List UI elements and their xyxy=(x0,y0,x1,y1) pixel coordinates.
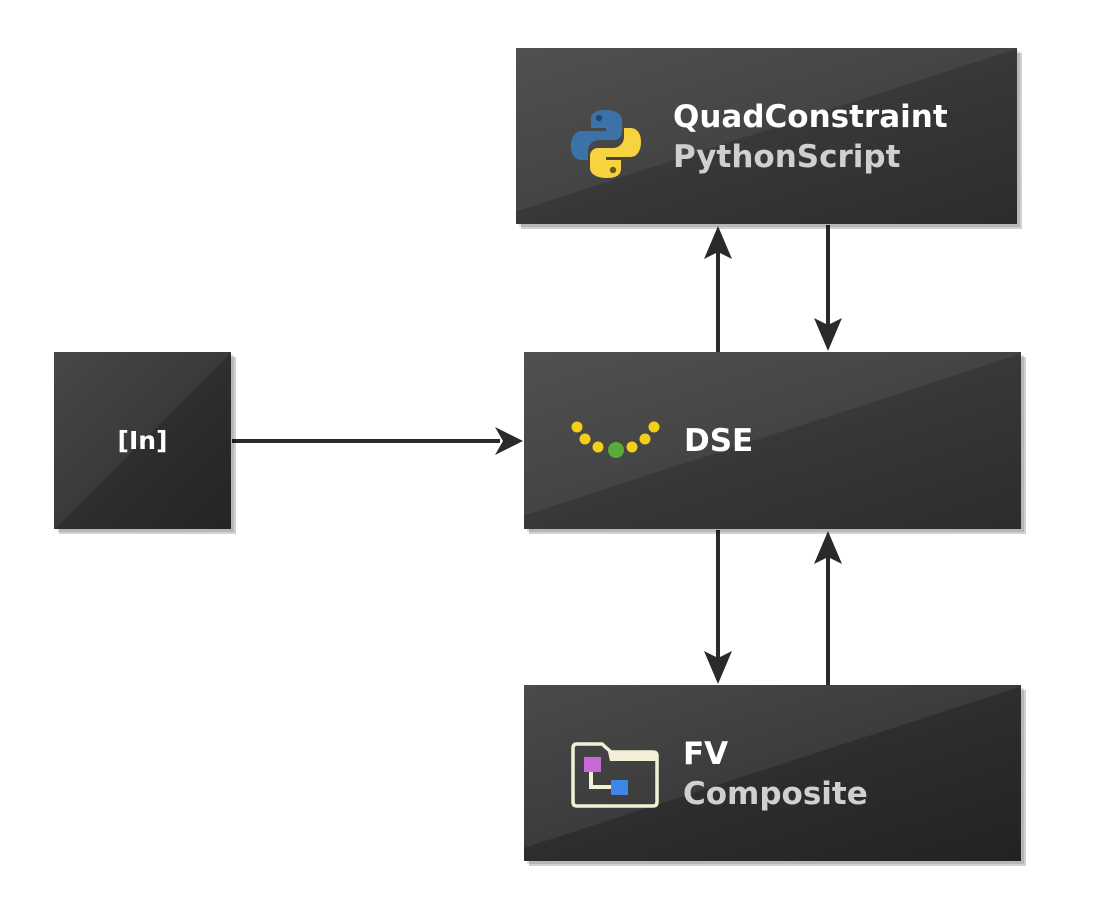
node-fv-title: FV xyxy=(683,736,729,772)
node-quad-constraint-title: QuadConstraint xyxy=(673,99,948,135)
node-fv-subtitle: Composite xyxy=(683,776,868,812)
node-dse-title: DSE xyxy=(684,423,754,459)
node-quad-constraint-subtitle: PythonScript xyxy=(673,139,901,175)
node-input[interactable]: [In] xyxy=(54,352,231,529)
composite-folder-icon xyxy=(571,742,659,808)
arrowhead xyxy=(814,318,842,351)
edge-dse-to-quad-constraint xyxy=(704,226,732,352)
edge-dse-to-fv xyxy=(704,530,732,684)
node-fv[interactable]: FV Composite xyxy=(524,685,1021,861)
arrowhead xyxy=(495,427,523,455)
arrowhead xyxy=(704,651,732,684)
python-icon xyxy=(571,110,641,178)
edge-fv-to-dse xyxy=(814,531,842,685)
node-input-label: [In] xyxy=(117,426,168,455)
arrowhead xyxy=(704,226,732,259)
edge-input-to-dse xyxy=(232,427,523,455)
edge-quad-constraint-to-dse xyxy=(814,225,842,351)
dse-dots-icon xyxy=(571,421,660,458)
node-quad-constraint[interactable]: QuadConstraint PythonScript xyxy=(516,48,1017,224)
node-dse[interactable]: DSE xyxy=(524,352,1021,529)
arrowhead xyxy=(814,531,842,564)
